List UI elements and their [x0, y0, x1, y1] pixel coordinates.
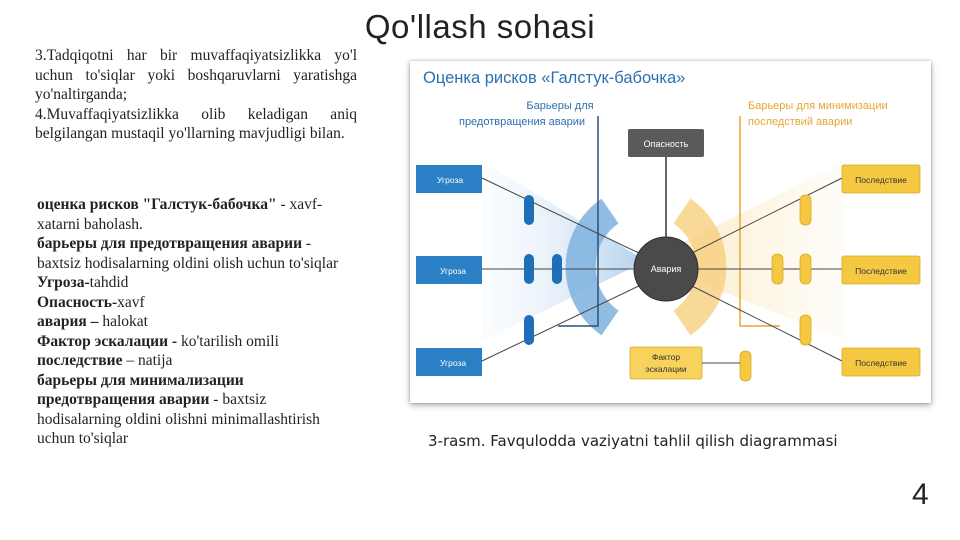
consequence-line-1 [665, 177, 843, 267]
threat-box [416, 256, 482, 284]
definition-separator: - [209, 391, 223, 408]
left-wing-shape [482, 161, 646, 341]
definition-term: барьеры для предотвращения аварии [37, 235, 302, 252]
definition-term: Опасность- [37, 293, 118, 311]
prevention-barrier [524, 315, 534, 345]
mitigation-barrier [799, 253, 812, 285]
definition-text: baxtsiz hodisalarning oldini olishni min… [37, 391, 320, 447]
threat-label: Угроза [440, 266, 466, 276]
consequence-label: Последствие [855, 266, 907, 276]
definition-term: последствие [37, 352, 123, 369]
threat-line-1 [481, 177, 667, 267]
consequence-box [841, 347, 921, 377]
definition-item: Угроза-tahdid [37, 273, 347, 293]
definition-term: Угроза- [37, 274, 90, 291]
definition-item: последствие – natija [37, 351, 347, 371]
consequence-box [841, 164, 921, 194]
definition-text: tahdid [89, 274, 129, 291]
intro-item-3: 3.Tadqiqotni har bir muvaffaqiyatsizlikk… [35, 47, 357, 103]
intro-text: 3.Tadqiqotni har bir muvaffaqiyatsizlikk… [35, 46, 357, 144]
consequence-label: Последствие [855, 175, 907, 185]
definition-text: baxtsiz hodisalarning oldini olish uchun… [37, 254, 339, 272]
prevention-bracket-line [558, 116, 599, 327]
left-arc-shape [565, 198, 619, 336]
definition-item: Фактор эскалации - ko'tarilish omili [37, 332, 347, 352]
definition-separator: – [122, 352, 138, 369]
mitigation-barrier [771, 253, 784, 285]
definition-item: барьеры для минимализации предотвращения… [37, 371, 347, 449]
escalation-factor-label-line2: эскалации [645, 364, 687, 374]
figure-caption: 3-rasm. Favqulodda vaziyatni tahlil qili… [428, 432, 838, 450]
prevention-barrier [524, 254, 534, 284]
intro-item-4: 4.Muvaffaqiyatsizlikka olib keladigan an… [35, 105, 357, 143]
consequence-label: Последствие [855, 358, 907, 368]
definition-text: natija [137, 352, 173, 369]
hazard-box [628, 129, 704, 157]
mitigation-barrier [739, 350, 752, 382]
escalation-factor-label-line1: Фактор [652, 352, 681, 362]
hazard-label: Опасность [644, 139, 689, 149]
mitigation-barriers-label-line1: Барьеры для минимизации [748, 100, 888, 112]
definition-term: авария – [37, 313, 99, 330]
page-number: 4 [912, 478, 929, 511]
slide-title: Qo'llash sohasi [364, 8, 596, 45]
event-label: Авария [651, 264, 682, 274]
right-wing-shape [646, 161, 846, 341]
event-circle [633, 236, 699, 302]
definition-text: halokat [102, 313, 148, 330]
prevention-barrier [524, 195, 534, 225]
definition-separator: - [276, 196, 290, 213]
definition-item: барьеры для предотвращения аварии - baxt… [37, 234, 347, 273]
bowtie-diagram-svg: Оценка рисков «Галстук-бабочка» Барьеры … [416, 69, 921, 382]
prevention-barriers-label-line2: предотвращения аварии [459, 116, 585, 128]
mitigation-barriers-label-line2: последствий аварии [748, 116, 852, 128]
mitigation-barrier [799, 194, 812, 226]
threat-label: Угроза [437, 175, 463, 185]
definition-text: xavf [117, 293, 145, 311]
definition-separator: - [302, 235, 312, 252]
threat-label: Угроза [440, 358, 466, 368]
definition-term: Фактор эскалации - [37, 332, 178, 350]
threat-box [416, 165, 482, 193]
definitions-list: оценка рисков "Галстук-бабочка" - xavf-x… [37, 195, 347, 449]
right-arc-shape [673, 198, 727, 336]
consequence-line-3 [665, 272, 843, 362]
definition-item: оценка рисков "Галстук-бабочка" - xavf-x… [37, 195, 347, 234]
definition-term: барьеры для минимализации предотвращения… [37, 371, 244, 409]
threat-line-3 [481, 272, 667, 362]
definition-item: Опасность-xavf [37, 293, 347, 313]
threat-box [416, 348, 482, 376]
definition-text: xavf-xatarni baholash. [37, 196, 323, 233]
consequence-box [841, 255, 921, 285]
bowtie-diagram: Оценка рисков «Галстук-бабочка» Барьеры … [410, 61, 931, 403]
mitigation-barrier [799, 314, 812, 346]
prevention-barriers-label-line1: Барьеры для [526, 100, 593, 112]
definition-item: авария – halokat [37, 312, 347, 332]
diagram-title: Оценка рисков «Галстук-бабочка» [423, 69, 685, 87]
mitigation-bracket-line [739, 116, 780, 327]
prevention-barrier [552, 254, 562, 284]
definition-text: ko'tarilish omili [180, 332, 279, 350]
definition-term: оценка рисков "Галстук-бабочка" [37, 196, 277, 213]
